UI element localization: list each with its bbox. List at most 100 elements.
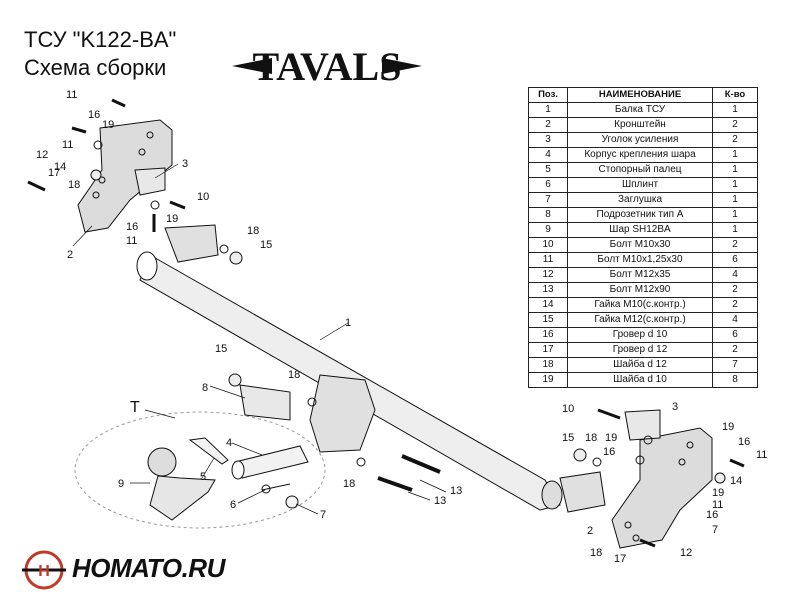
leader-13-b (407, 491, 431, 501)
angle-right (624, 409, 661, 441)
callout-15-mid: 15 (215, 343, 227, 355)
callout-19-right-c: 19 (712, 487, 724, 499)
callout-7-right: 7 (712, 524, 718, 536)
bracket-left-hole1 (146, 131, 154, 139)
callout-13-b: 13 (434, 495, 446, 507)
bracket-right-hole2 (678, 458, 686, 466)
callout-11-left-top: 11 (66, 89, 77, 101)
washer-18-c (356, 457, 366, 467)
callout-5: 5 (200, 471, 206, 483)
nut-15-a (229, 251, 243, 265)
callout-1: 1 (345, 317, 351, 329)
beam-end-plate-left (164, 224, 219, 263)
center-mount (309, 374, 376, 453)
bracket-left (77, 119, 173, 233)
callout-15-top: 15 (260, 239, 272, 251)
cotter-pin-loop (261, 484, 271, 494)
bracket-left-hole3 (98, 176, 106, 184)
locking-pin (188, 437, 229, 465)
callout-11-left-bot: 11 (126, 235, 137, 247)
bracket-right-hole4 (632, 534, 640, 542)
parts-cell-qty: 1 (712, 192, 758, 208)
bolt-10-right (597, 408, 621, 420)
callout-18-right-b: 18 (590, 547, 602, 559)
callout-18-right: 18 (585, 432, 597, 444)
callout-16-left-bot: 16 (126, 221, 138, 233)
callout-17-right: 17 (614, 553, 626, 565)
callout-10-left: 10 (197, 191, 209, 203)
nut-14-left (90, 169, 102, 181)
leader-7 (295, 503, 319, 515)
leader-13-a (419, 479, 447, 493)
callout-11-left-mid: 11 (62, 139, 73, 151)
ball-housing-end (231, 460, 245, 480)
leader-4 (231, 442, 263, 456)
logo-text: TAVALS (253, 44, 402, 89)
callout-3-right: 3 (672, 401, 678, 413)
callout-T: T (130, 399, 140, 416)
washer-18-d (592, 457, 602, 467)
callout-18-low: 18 (343, 478, 355, 490)
callout-4: 4 (226, 437, 232, 449)
washer-16-right (635, 455, 645, 465)
parts-cell-pos: 19 (528, 372, 568, 388)
beam-end-plate-right (559, 471, 606, 513)
bracket-right-hole3 (624, 521, 632, 529)
callout-11-right-b: 11 (712, 499, 723, 511)
bolt-13-b (377, 476, 413, 492)
bolt-12-right (639, 538, 656, 548)
leader-8 (209, 385, 246, 399)
callout-19-left-top: 19 (102, 119, 114, 131)
ball-housing (234, 445, 309, 479)
callout-19-left-bot: 19 (166, 213, 178, 225)
bracket-left-hole2 (138, 148, 146, 156)
washer-18-b (307, 397, 317, 407)
title-line2: Схема сборки (24, 55, 167, 80)
bolt-11-right (729, 458, 745, 468)
tavals-logo: TAVALS (232, 44, 422, 89)
callout-7: 7 (320, 509, 326, 521)
header-qty: К-во (712, 87, 758, 103)
callout-9: 9 (118, 478, 124, 490)
bolt-10-left (169, 200, 186, 210)
callout-2-left: 2 (67, 249, 73, 261)
callout-17-left: 17 (48, 167, 60, 179)
parts-cell-qty: 8 (712, 372, 758, 388)
bracket-right (611, 427, 713, 549)
beam-end-right (541, 480, 563, 510)
tow-ball-neck (149, 475, 216, 521)
bracket-right-hole1 (686, 441, 694, 449)
socket-plate (239, 384, 291, 421)
leader-6 (237, 489, 266, 504)
homato-logo: H (22, 550, 66, 590)
bolt-11-left-top (111, 98, 126, 108)
leader-5 (201, 457, 215, 479)
leader-T (144, 409, 176, 419)
callout-14-left: 14 (54, 161, 66, 173)
callout-2-right: 2 (587, 525, 593, 537)
washer-18-a (219, 244, 229, 254)
parts-table-header: Поз. НАИМЕНОВАНИЕ К-во (528, 87, 758, 103)
callout-14-right: 14 (730, 475, 742, 487)
bolt-11-left-mid (71, 126, 87, 134)
callout-16-right-b: 16 (738, 436, 750, 448)
bolt-13-a (401, 454, 441, 474)
nut-15-b (228, 373, 242, 387)
beam-end-left (136, 251, 158, 281)
callout-15-right: 15 (562, 432, 574, 444)
callout-13-a: 13 (450, 485, 462, 497)
callout-6: 6 (230, 499, 236, 511)
washer-19-right (643, 435, 653, 445)
plug (285, 495, 299, 509)
